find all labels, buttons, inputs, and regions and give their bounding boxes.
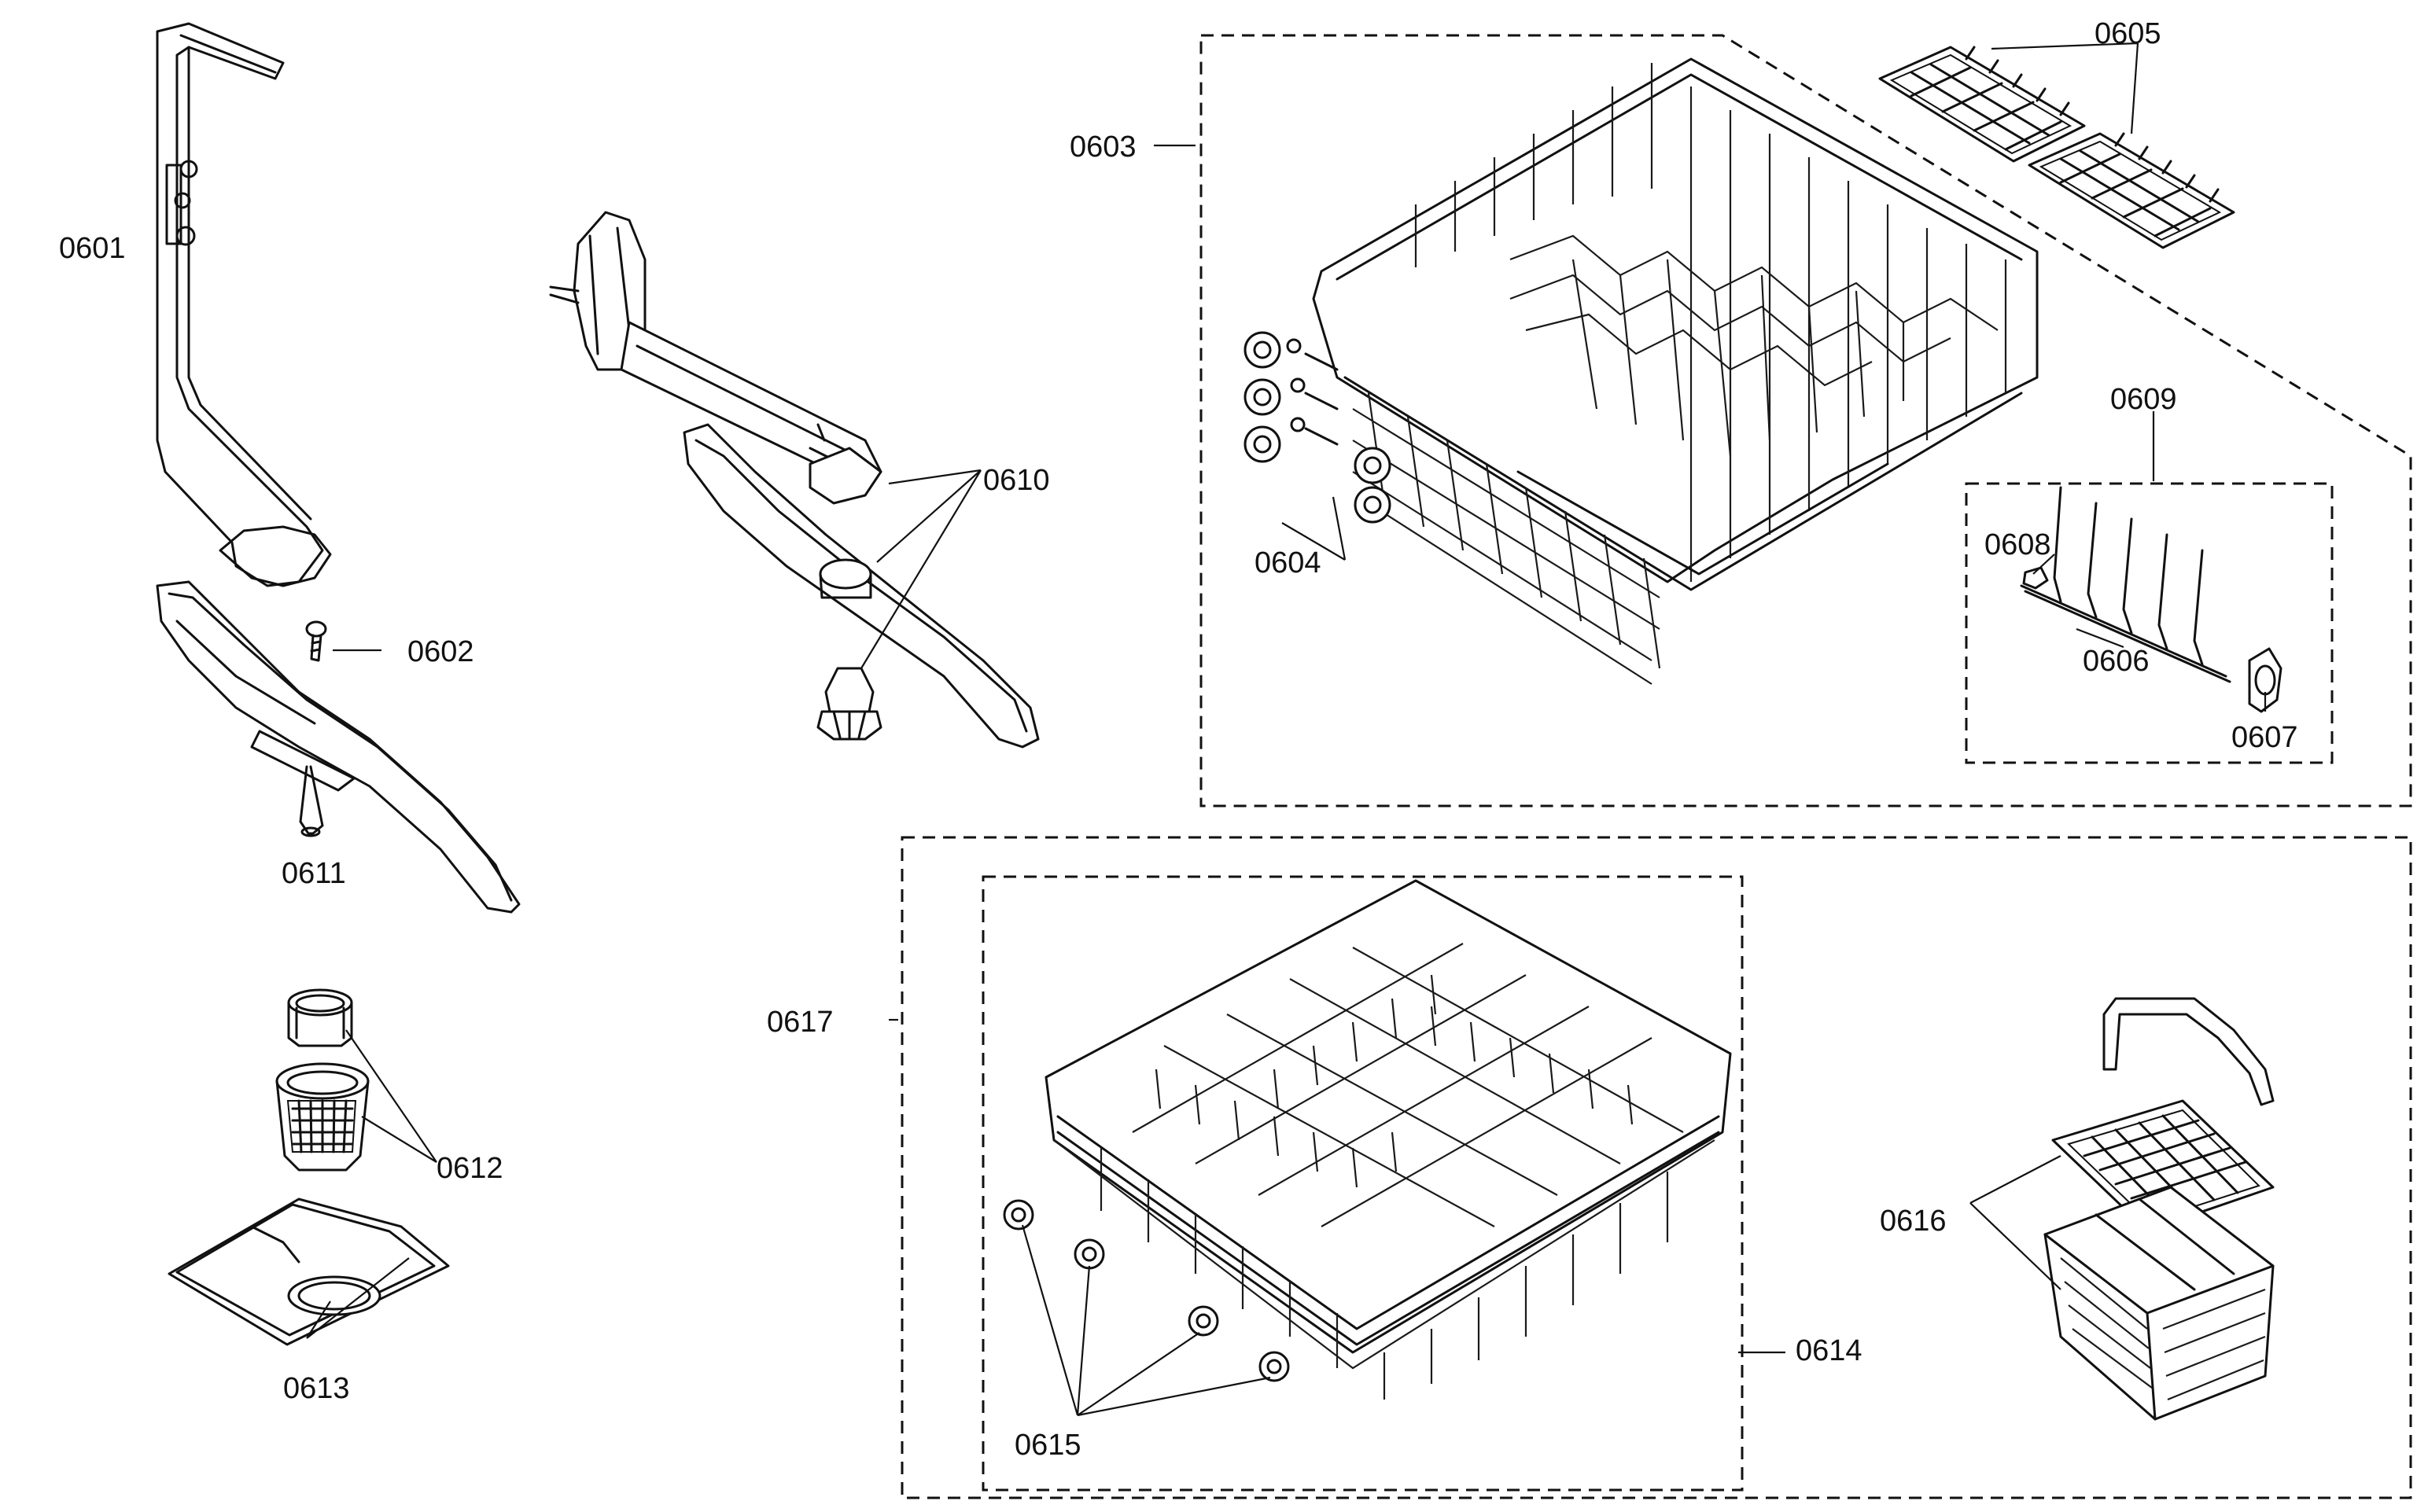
label-0612: 0612: [437, 1152, 503, 1185]
spray-supply-tube-0601: [156, 22, 332, 587]
label-0604: 0604: [1255, 546, 1321, 579]
label-0605: 0605: [2095, 17, 2161, 50]
flat-filter-plate-0613: [168, 1197, 450, 1346]
label-0603: 0603: [1070, 131, 1137, 164]
label-0608: 0608: [1984, 528, 2051, 561]
label-0613: 0613: [283, 1372, 350, 1405]
filter-set-0612: [275, 988, 370, 1172]
screw-0602: [305, 620, 327, 662]
label-0610: 0610: [983, 464, 1050, 497]
spray-arm-0611: [156, 580, 521, 914]
label-0606: 0606: [2083, 645, 2150, 678]
lower-rack-inner-box: [982, 875, 1744, 1492]
upper-rack-group-box: [1199, 34, 2412, 808]
upper-rack-0603: [1243, 57, 2039, 685]
label-0609: 0609: [2110, 383, 2177, 416]
label-0601: 0601: [59, 232, 126, 265]
lower-rack-group-box: [901, 836, 2412, 1499]
tine-row-group-box: [1965, 482, 2334, 764]
label-0614: 0614: [1796, 1334, 1862, 1367]
lower-rack-0614: [1003, 879, 1732, 1400]
cup-shelf-0605: [1878, 46, 2235, 249]
part-labels: 0601 0602 0603 0604 0605 0606 0607 0608 …: [59, 17, 2298, 1462]
leader-lines: [306, 42, 2267, 1417]
label-0607: 0607: [2231, 721, 2298, 754]
label-0615: 0615: [1015, 1429, 1081, 1462]
label-0602: 0602: [407, 635, 474, 668]
tine-row-0606: [2020, 486, 2231, 683]
cutlery-basket-0616: [2043, 997, 2275, 1421]
label-0616: 0616: [1880, 1205, 1947, 1238]
label-0611: 0611: [282, 857, 346, 890]
label-0617: 0617: [767, 1006, 834, 1039]
spray-arm-assembly-0610: [549, 211, 1040, 749]
